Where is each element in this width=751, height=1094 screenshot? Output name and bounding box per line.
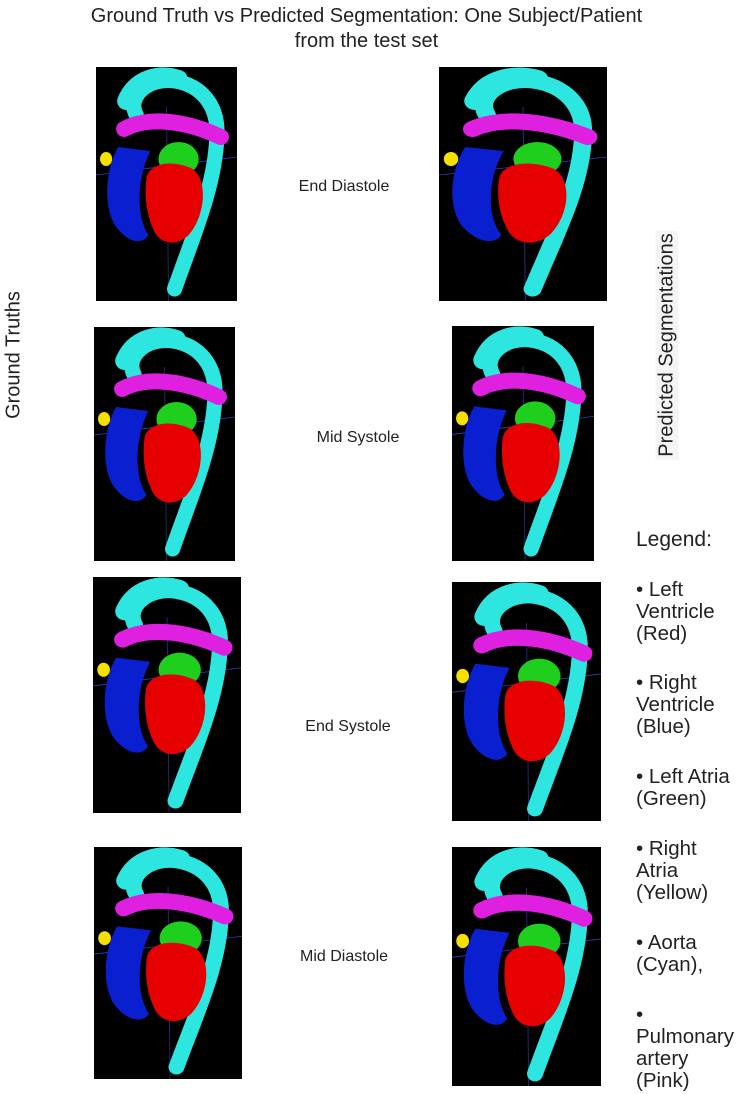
figure-title-line-2: from the test set <box>294 30 439 52</box>
legend-item-right-atria: • Right Atria (Yellow) <box>636 837 709 904</box>
right-ventricle-shape <box>107 147 151 242</box>
legend-item-pulmonary-artery: • Pulmonary artery (Pink) <box>636 1003 734 1092</box>
left-ventricle-shape <box>504 945 566 1027</box>
aorta-shape <box>115 327 186 370</box>
right-ventricle-shape <box>463 663 510 760</box>
right-atria-shape <box>98 931 111 946</box>
pulmonary-artery-shape <box>114 373 227 405</box>
predicted-panel-end-systole <box>452 582 601 821</box>
predicted-segmentations-label: Predicted Segmentations <box>655 230 679 460</box>
right-ventricle-shape <box>105 407 149 502</box>
aorta-shape <box>115 577 190 621</box>
aorta-shape <box>473 326 545 370</box>
right-ventricle-shape <box>105 926 152 1020</box>
ground-truth-panel-mid-systole <box>94 327 235 561</box>
left-ventricle-shape <box>501 422 560 503</box>
left-ventricle-shape <box>145 674 206 755</box>
heart-render <box>439 67 607 301</box>
heart-render <box>93 577 241 813</box>
aorta-shape <box>117 67 188 110</box>
phase-label-end-diastole: End Diastole <box>298 178 390 195</box>
heart-render <box>94 847 242 1079</box>
heart-render <box>452 582 601 821</box>
right-atria-shape <box>100 152 113 166</box>
right-atria-shape <box>456 933 470 949</box>
legend-item-aorta: • Aorta (Cyan), <box>636 931 704 976</box>
heart-render <box>94 327 235 561</box>
ground-truths-label: Ground Truths <box>2 291 25 419</box>
pulmonary-artery-shape <box>463 113 598 145</box>
pulmonary-artery-shape <box>473 894 593 927</box>
predicted-panel-mid-systole <box>452 326 594 561</box>
legend-title: Legend: <box>636 528 712 551</box>
right-ventricle-shape <box>463 928 510 1025</box>
phase-label-end-systole: End Systole <box>305 718 391 735</box>
ground-truth-panel-mid-diastole <box>94 847 242 1079</box>
aorta-shape <box>116 847 191 890</box>
aorta-shape <box>474 582 549 626</box>
ground-truth-panel-end-diastole <box>96 67 237 301</box>
heart-render <box>452 847 601 1086</box>
right-ventricle-shape <box>104 657 151 753</box>
heart-render <box>452 326 594 561</box>
heart-render <box>96 67 237 301</box>
left-ventricle-shape <box>146 942 207 1022</box>
right-atria-shape <box>97 662 110 677</box>
pulmonary-artery-shape <box>114 623 233 656</box>
pulmonary-artery-shape <box>116 113 229 145</box>
left-ventricle-shape <box>498 163 567 243</box>
right-atria-shape <box>98 412 111 426</box>
legend-item-left-ventricle: • Left Ventricle (Red) <box>636 578 715 645</box>
figure-title-line-1: Ground Truth vs Predicted Segmentation: … <box>90 5 643 27</box>
phase-label-mid-systole: Mid Systole <box>316 429 400 446</box>
predicted-panel-end-diastole <box>439 67 607 301</box>
pulmonary-artery-shape <box>115 893 234 925</box>
left-ventricle-shape <box>145 163 203 243</box>
phase-label-mid-diastole: Mid Diastole <box>299 948 389 965</box>
aorta-shape <box>474 847 549 891</box>
figure-title: Ground Truth vs Predicted Segmentation: … <box>0 4 733 54</box>
pulmonary-artery-shape <box>472 372 586 405</box>
aorta-shape <box>464 67 549 110</box>
left-ventricle-shape <box>504 680 566 762</box>
right-ventricle-shape <box>463 406 507 501</box>
legend-item-right-ventricle: • Right Ventricle (Blue) <box>636 671 715 738</box>
ground-truth-panel-end-systole <box>93 577 241 813</box>
legend-item-left-atria: • Left Atria (Green) <box>636 765 730 810</box>
predicted-panel-mid-diastole <box>452 847 601 1086</box>
right-atria-shape <box>443 152 459 166</box>
right-atria-shape <box>456 668 470 684</box>
left-ventricle-shape <box>143 423 201 503</box>
right-atria-shape <box>456 411 469 426</box>
right-ventricle-shape <box>452 147 504 242</box>
pulmonary-artery-shape <box>473 629 593 662</box>
